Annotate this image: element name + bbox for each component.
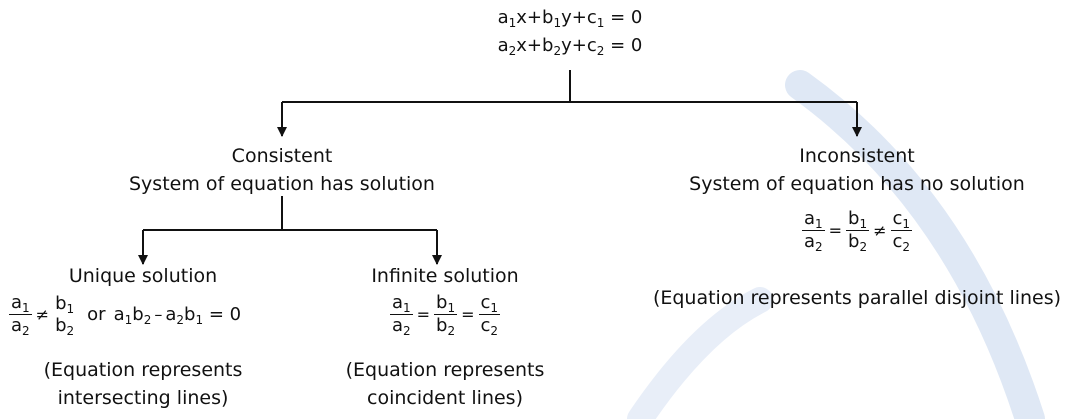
inconsistent-subtitle: System of equation has no solution — [689, 173, 1025, 195]
unique-node: Unique solution — [23, 262, 263, 290]
infinite-node: Infinite solution — [330, 262, 560, 290]
inconsistent-title: Inconsistent — [799, 145, 915, 167]
equation-2: a2x+b2y+c2 = 0 — [497, 35, 643, 58]
consistent-node: Consistent System of equation has soluti… — [82, 142, 482, 198]
consistent-title: Consistent — [231, 145, 333, 167]
infinite-note: (Equation represents coincident lines) — [345, 359, 545, 409]
equation-1: a1x+b1y+c1 = 0 — [497, 7, 643, 30]
consistent-subtitle: System of equation has solution — [129, 173, 435, 195]
unique-title: Unique solution — [68, 265, 218, 287]
unique-note: (Equation represents intersecting lines) — [43, 359, 243, 409]
inconsistent-node: Inconsistent System of equation has no s… — [657, 142, 1057, 198]
inconsistent-note: (Equation represents parallel disjoint l… — [652, 287, 1062, 309]
root-equations: a1x+b1y+c1 = 0 a2x+b2y+c2 = 0 — [470, 4, 670, 60]
infinite-title: Infinite solution — [371, 265, 519, 287]
